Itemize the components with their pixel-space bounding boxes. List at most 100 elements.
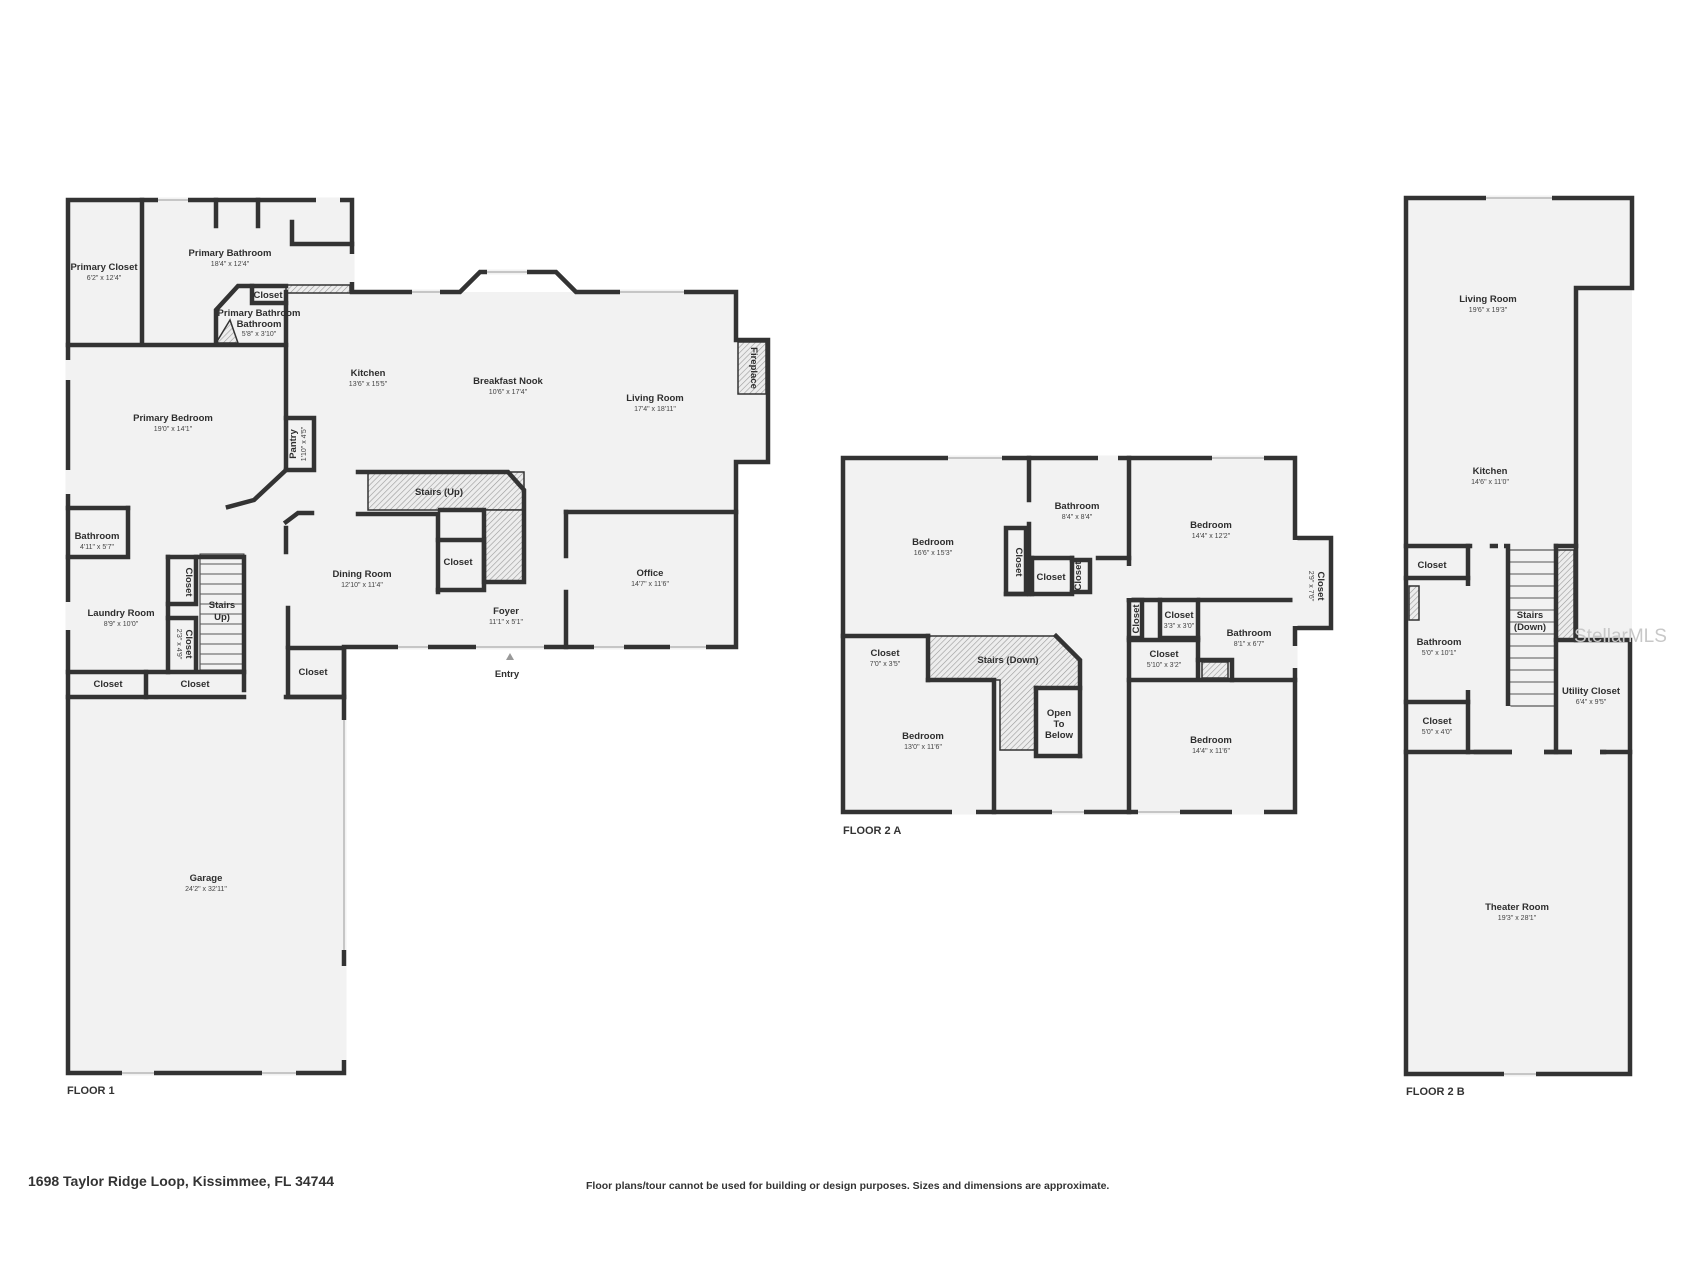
room-label: Stairs (Up)	[415, 487, 463, 498]
room-dimensions: 10'6" x 17'4"	[489, 389, 528, 396]
entry-label: Entry	[495, 669, 520, 680]
room-label: Primary Bedroom	[133, 413, 213, 424]
room-label: Breakfast Nook	[473, 376, 543, 387]
room-label: Bedroom	[912, 537, 954, 548]
room-label: Closet	[183, 629, 194, 659]
room-dimensions: 5'0" x 4'0"	[1422, 729, 1453, 736]
room-label: Foyer	[493, 606, 519, 617]
room-label: Stairs	[209, 600, 235, 611]
room-label: Closet	[870, 648, 900, 659]
room-label: Closet	[1164, 610, 1194, 621]
room-dimensions: 24'2" x 32'11"	[185, 886, 227, 893]
room-label: Office	[637, 568, 664, 579]
room-label: Pantry	[288, 429, 299, 459]
room-dimensions: 12'10" x 11'4"	[341, 582, 383, 589]
room-dimensions: 19'6" x 19'3"	[1469, 307, 1508, 314]
room-dimensions: 14'7" x 11'6"	[631, 581, 669, 588]
room-dimensions: 8'1" x 6'7"	[1234, 641, 1265, 648]
room-label: Bedroom	[902, 731, 944, 742]
room-dimensions: 13'6" x 15'5"	[349, 381, 388, 388]
room-dimensions: 5'0" x 10'1"	[1422, 650, 1457, 657]
room-label: Fireplace	[748, 347, 759, 389]
room-dimensions: 11'1" x 5'1"	[489, 619, 523, 626]
room-label: Closet	[1036, 572, 1066, 583]
room-label: Open	[1047, 708, 1071, 719]
room-dimensions: 2'3" x 4'9"	[175, 629, 182, 660]
room-label: Kitchen	[1473, 466, 1508, 477]
room-label-line-2: (Down)	[1514, 622, 1546, 633]
room-label: Utility Closet	[1562, 686, 1621, 697]
room-label: Closet	[1073, 561, 1084, 591]
room-dimensions: 1'10" x 4'5"	[301, 426, 308, 461]
floor-2a-plan	[840, 455, 1334, 815]
room-dimensions: 8'4" x 8'4"	[1062, 514, 1093, 521]
room-label: Theater Room	[1485, 902, 1549, 913]
floor-2b-plan	[1403, 195, 1635, 1077]
room-label: Closet	[253, 290, 283, 301]
floor-2b-labels: Living Room 19'6" x 19'3" Kitchen 14'6" …	[1406, 294, 1621, 1098]
room-dimensions: 3'3" x 3'0"	[1164, 623, 1195, 630]
floor-2b-stair-treads	[1508, 561, 1556, 695]
room-label: Closet	[443, 557, 473, 568]
room-dimensions: 5'10" x 3'2"	[1147, 662, 1182, 669]
room-dimensions: 2'9" x 7'6"	[1307, 571, 1314, 602]
room-label-line-2: Up)	[214, 612, 230, 623]
room-label: Primary Closet	[70, 262, 138, 273]
room-label: Closet	[93, 679, 123, 690]
floor-2a-labels: Bedroom 16'6" x 15'3" Bathroom 8'4" x 8'…	[843, 501, 1326, 837]
room-dimensions: 13'0" x 11'6"	[904, 744, 942, 751]
room-dimensions: 8'9" x 10'0"	[104, 621, 139, 628]
room-dimensions: 6'2" x 12'4"	[87, 275, 122, 282]
property-address: 1698 Taylor Ridge Loop, Kissimmee, FL 34…	[28, 1173, 334, 1189]
room-label: Living Room	[626, 393, 684, 404]
room-label: Closet	[1422, 716, 1452, 727]
room-label: Closet	[298, 667, 328, 678]
room-label-line-3: Below	[1045, 730, 1074, 741]
room-label: Bathroom	[1417, 637, 1462, 648]
room-label: Primary Bathroom	[189, 248, 272, 259]
entry-arrow-icon	[506, 653, 514, 660]
room-label: Laundry Room	[87, 608, 154, 619]
room-dimensions: 14'4" x 12'2"	[1192, 533, 1231, 540]
disclaimer: Floor plans/tour cannot be used for buil…	[586, 1180, 1109, 1192]
room-label: Closet	[1131, 604, 1142, 634]
room-label: Stairs (Down)	[977, 655, 1038, 666]
room-label: Stairs	[1517, 610, 1543, 621]
floor-1-plan	[65, 197, 771, 1076]
floor-1-stair-treads	[200, 563, 244, 665]
room-dimensions: 17'4" x 18'11"	[634, 406, 676, 413]
room-label-line-2: Bathroom	[237, 319, 282, 330]
room-label: Living Room	[1459, 294, 1517, 305]
room-dimensions: 19'0" x 14'1"	[154, 426, 193, 433]
room-dimensions: 18'4" x 12'4"	[211, 261, 250, 268]
watermark: StellarMLS	[1574, 626, 1667, 647]
floor-label: FLOOR 1	[67, 1085, 115, 1097]
room-dimensions: 14'4" x 11'6"	[1192, 748, 1230, 755]
room-label: Bathroom	[1227, 628, 1272, 639]
room-label: Closet	[1149, 649, 1179, 660]
room-label: Closet	[1417, 560, 1447, 571]
floor-1-labels: Primary Closet 6'2" x 12'4" Primary Bath…	[67, 248, 759, 1097]
room-label: Closet	[183, 567, 194, 597]
room-label: Kitchen	[351, 368, 386, 379]
room-dimensions: 16'6" x 15'3"	[914, 550, 953, 557]
floor-label: FLOOR 2 B	[1406, 1086, 1465, 1098]
room-label: Bedroom	[1190, 735, 1232, 746]
room-label-line-2: To	[1054, 719, 1065, 730]
room-label: Bedroom	[1190, 520, 1232, 531]
room-dimensions: 7'0" x 3'5"	[870, 661, 901, 668]
floor-label: FLOOR 2 A	[843, 825, 901, 837]
room-dimensions: 14'6" x 11'0"	[1471, 479, 1509, 486]
room-dimensions: 5'8" x 3'10"	[242, 331, 277, 338]
room-label: Dining Room	[332, 569, 391, 580]
room-label: Garage	[190, 873, 223, 884]
room-label: Closet	[1013, 547, 1024, 577]
room-label: Bathroom	[1055, 501, 1100, 512]
room-label: Closet	[180, 679, 210, 690]
room-label: Bathroom	[75, 531, 120, 542]
room-dimensions: 19'3" x 28'1"	[1498, 915, 1537, 922]
room-dimensions: 4'11" x 5'7"	[80, 544, 114, 551]
room-label: Primary Bathroom	[218, 308, 301, 319]
room-dimensions: 6'4" x 9'5"	[1576, 699, 1607, 706]
